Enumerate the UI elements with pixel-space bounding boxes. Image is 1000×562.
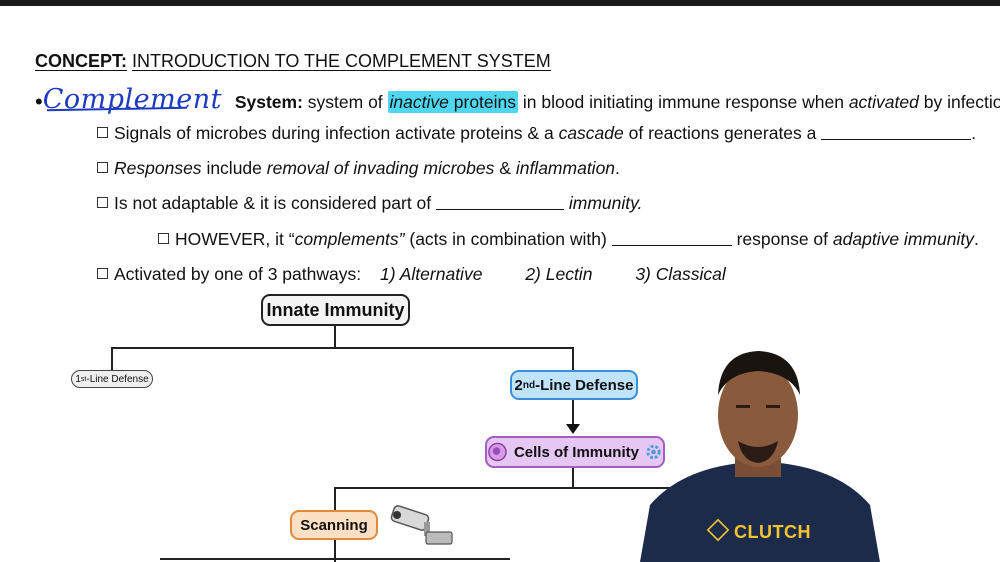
bullet-3-text: Is not adaptable & it is considered part…: [114, 193, 432, 213]
pathway-classical: 3) Classical: [635, 264, 726, 284]
checkbox-icon: [97, 162, 108, 173]
fill-in-blank-3: [611, 231, 732, 246]
connector: [334, 487, 724, 489]
bullet-4-complements: complements”: [294, 229, 405, 249]
checkbox-icon: [97, 197, 108, 208]
highlight-inactive: inactive: [389, 92, 449, 112]
bullet-4-adaptive: adaptive immunity: [832, 229, 974, 249]
first-line-num: 1: [75, 373, 81, 385]
connector: [572, 347, 574, 371]
first-line-sup: st: [80, 375, 87, 383]
bullet-2-removal: removal of invading microbes: [266, 158, 495, 178]
cells-of-immunity-label: Cells of Immunity: [513, 443, 639, 461]
bullet-3-immunity: immunity.: [568, 193, 643, 213]
connector: [160, 558, 510, 560]
bullet-2-end: .: [615, 158, 620, 178]
fill-in-blank-2: [436, 195, 565, 210]
bullet-2-include: include: [206, 158, 262, 178]
scanning-box: Scanning: [290, 510, 378, 540]
bullet-1: Signals of microbes during infection act…: [97, 123, 976, 144]
bullet-4: HOWEVER, it “complements” (acts in combi…: [158, 229, 979, 250]
bullet-dot: •: [35, 89, 43, 114]
bullet-2: Responses include removal of invading mi…: [97, 158, 620, 179]
second-line-text: -Line Defense: [535, 376, 634, 394]
definition-activated: activated: [848, 92, 919, 112]
connector: [111, 347, 574, 349]
pathway-lectin: 2) Lectin: [525, 264, 593, 284]
highlighted-inactive-proteins: inactive proteins: [387, 91, 519, 113]
connector: [334, 487, 336, 511]
bullet-1-end: .: [971, 123, 977, 143]
connector: [334, 538, 336, 562]
presenter-video: [640, 351, 880, 562]
bullet-4-response: response of: [736, 229, 829, 249]
fill-in-blank-1: [821, 125, 972, 140]
bullet-1-text-2: of reactions generates a: [628, 123, 817, 143]
connector: [572, 464, 574, 488]
bullet-5-text: Activated by one of 3 pathways:: [114, 264, 362, 284]
bullet-2-ampersand: &: [499, 158, 511, 178]
clutch-logo-icon: [706, 518, 730, 542]
clutch-logo-text: CLUTCH: [734, 522, 811, 542]
checkbox-icon: [97, 127, 108, 138]
bullet-3: Is not adaptable & it is considered part…: [97, 193, 642, 214]
checkbox-icon: [97, 268, 108, 279]
bullet-4-however: HOWEVER, it “: [175, 229, 295, 249]
top-bar: [0, 0, 1000, 6]
bullet-5: Activated by one of 3 pathways: 1) Alter…: [97, 264, 726, 285]
highlight-proteins: proteins: [453, 92, 517, 112]
connector: [334, 324, 336, 348]
bullet-4-paren: (acts in combination with): [409, 229, 607, 249]
bullet-2-responses: Responses: [114, 158, 202, 178]
system-label: System:: [234, 92, 303, 112]
arrow-shaft: [572, 397, 574, 425]
checkbox-icon: [158, 233, 169, 244]
second-line-num: 2: [514, 376, 523, 394]
connector: [111, 347, 113, 371]
innate-immunity-label: Innate Immunity: [266, 299, 405, 320]
pathway-alternative: 1) Alternative: [379, 264, 483, 284]
concept-title: INTRODUCTION TO THE COMPLEMENT SYSTEM: [132, 51, 551, 71]
bullet-4-end: .: [973, 229, 979, 249]
innate-immunity-box: Innate Immunity: [261, 294, 410, 326]
definition-line: •Complement System: system of inactive p…: [35, 84, 1000, 115]
definition-text-1: system of: [307, 92, 383, 112]
cells-of-immunity-box: Cells of Immunity: [485, 436, 665, 468]
clutch-logo: CLUTCH: [706, 518, 811, 543]
concept-heading: CONCEPT: INTRODUCTION TO THE COMPLEMENT …: [35, 51, 551, 72]
definition-text-2: in blood initiating immune response when: [522, 92, 844, 112]
bullet-1-text-1: Signals of microbes during infection act…: [114, 123, 554, 143]
scanning-label: Scanning: [300, 516, 368, 534]
security-camera-icon: [390, 505, 453, 545]
arrow-down-icon: [566, 424, 580, 434]
second-line-sup: nd: [522, 379, 536, 391]
definition-text-3: by infection.: [923, 92, 1000, 112]
cell-icon: [488, 442, 507, 462]
concept-label: CONCEPT:: [35, 51, 128, 71]
bullet-1-cascade: cascade: [558, 123, 624, 143]
first-line-text: -Line Defense: [86, 373, 149, 385]
gear-icon: [646, 444, 661, 460]
bullet-2-inflammation: inflammation: [515, 158, 616, 178]
